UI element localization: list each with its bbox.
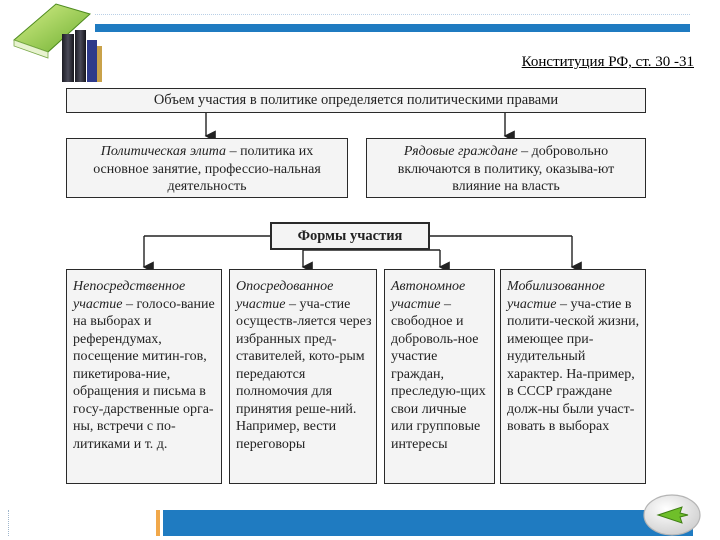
autonomous-participation-box: Автономное участие – свободное и доброво…	[384, 269, 495, 484]
header-accent-bar	[95, 24, 690, 32]
elite-term: Политическая элита	[100, 144, 227, 159]
political-rights-box: Объем участия в политике определяется по…	[66, 88, 646, 113]
autonomous-term: Автономное участие	[391, 279, 466, 312]
direct-term: Непосредственное участие	[73, 279, 186, 312]
direct-participation-box: Непосредственное участие – голосо-вание …	[66, 269, 222, 484]
mobilized-text: – уча-стие в полити-ческой жизни, имеюще…	[507, 296, 640, 435]
ordinary-citizens-box: Рядовые граждане – добровольно включаютс…	[366, 138, 646, 198]
footer-orange-accent	[156, 510, 160, 536]
direct-text: – голосо-вание на выборах и референдумах…	[73, 296, 215, 452]
footer-accent-bar	[163, 510, 693, 536]
constitution-link[interactable]: Конституция РФ, ст. 30 -31	[521, 54, 694, 70]
indirect-participation-box: Опосредованное участие – уча-стие осущес…	[229, 269, 377, 484]
citizens-text: – добровольно включаются в политику, ока…	[397, 144, 615, 194]
mobilized-participation-box: Мобилизованное участие – уча-стие в поли…	[500, 269, 646, 484]
mobilized-term: Мобилизованное участие	[507, 279, 605, 312]
indirect-term: Опосредованное участие	[236, 279, 334, 312]
citizens-term: Рядовые граждане	[403, 144, 518, 159]
forms-of-participation-box: Формы участия	[270, 222, 430, 250]
autonomous-text: – свободное и доброволь-ное участие граж…	[391, 296, 486, 452]
footer-dotted-line	[8, 510, 10, 536]
header-dotted-line	[95, 14, 690, 16]
elite-text: – политика их основное занятие, професси…	[93, 144, 321, 194]
next-arrow-icon[interactable]	[641, 492, 703, 538]
indirect-text: – уча-стие осуществ-ляется через избранн…	[236, 296, 372, 452]
political-elite-box: Политическая элита – политика их основно…	[66, 138, 348, 198]
books-icon	[13, 3, 102, 82]
